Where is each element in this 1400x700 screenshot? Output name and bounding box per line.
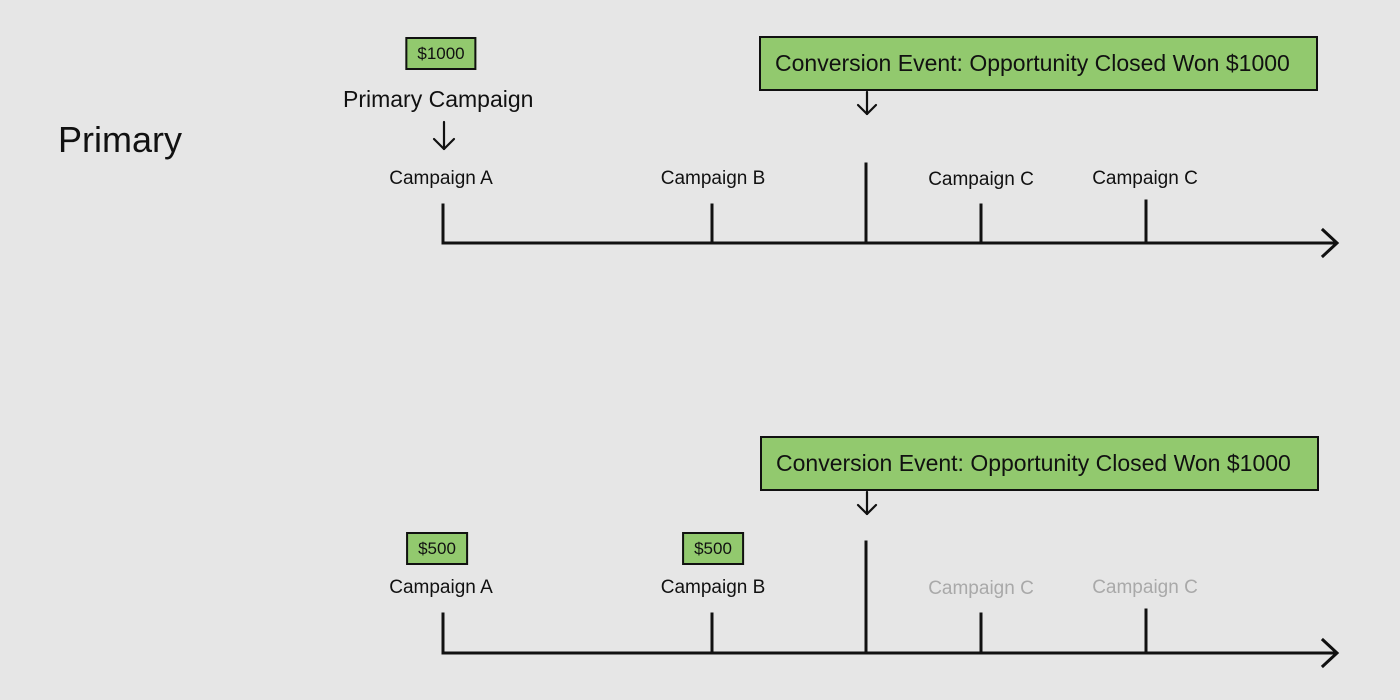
attributed-value-badge: $1000 — [405, 37, 477, 70]
primary-campaign-caption: Primary Campaign — [343, 86, 534, 112]
timeline-top — [441, 162, 1340, 259]
attributed-value-badge: $500 — [406, 532, 468, 565]
timeline-bottom-arrowhead — [1320, 637, 1340, 669]
campaign-label: Campaign C — [1092, 168, 1198, 189]
conversion-event-box: Conversion Event: Opportunity Closed Won… — [760, 436, 1319, 491]
timeline-top-arrowhead — [1320, 227, 1340, 259]
campaign-label: Campaign A — [389, 168, 493, 189]
arrow-down-icon — [856, 490, 878, 516]
arrow-down-icon — [432, 120, 456, 151]
attributed-value-badge: $500 — [682, 532, 744, 565]
campaign-label: Campaign A — [389, 577, 493, 598]
arrow-down-icon — [856, 90, 878, 116]
campaign-label-unattributed: Campaign C — [1092, 577, 1198, 598]
campaign-label: Campaign B — [660, 168, 766, 189]
campaign-label-unattributed: Campaign C — [928, 578, 1034, 599]
campaign-label: Campaign C — [928, 169, 1034, 190]
conversion-event-box: Conversion Event: Opportunity Closed Won… — [759, 36, 1318, 91]
section-label: Primary — [58, 119, 182, 160]
campaign-label: Campaign B — [660, 577, 766, 598]
timeline-bottom — [441, 540, 1340, 669]
